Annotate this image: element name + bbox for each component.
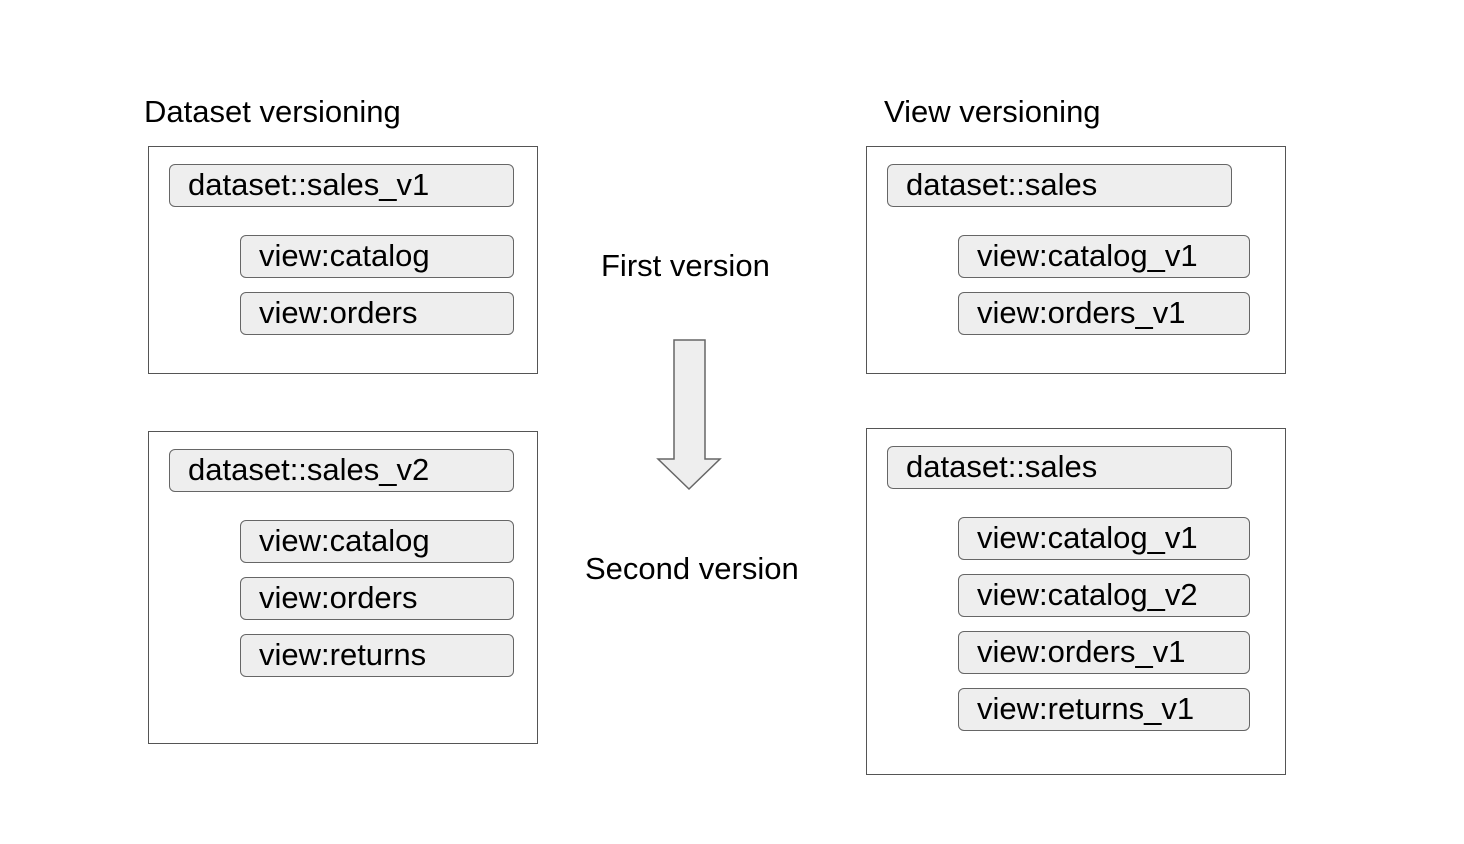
view-versioning-title: View versioning	[884, 94, 1101, 129]
view-node: view:orders	[240, 292, 514, 335]
first-version-label: First version	[601, 248, 770, 283]
view-node: view:catalog	[240, 520, 514, 563]
dataset-node: dataset::sales	[887, 164, 1232, 207]
dataset-versioning-title: Dataset versioning	[144, 94, 401, 129]
view-node: view:orders_v1	[958, 631, 1250, 674]
view-node: view:returns_v1	[958, 688, 1250, 731]
view-node: view:catalog_v1	[958, 235, 1250, 278]
dataset-node: dataset::sales	[887, 446, 1232, 489]
down-arrow-icon	[656, 339, 722, 491]
view-node: view:orders	[240, 577, 514, 620]
view-node: view:catalog_v2	[958, 574, 1250, 617]
second-version-label: Second version	[585, 551, 799, 586]
dataset-node: dataset::sales_v2	[169, 449, 514, 492]
view-node: view:orders_v1	[958, 292, 1250, 335]
view-node: view:returns	[240, 634, 514, 677]
dataset-node: dataset::sales_v1	[169, 164, 514, 207]
view-node: view:catalog_v1	[958, 517, 1250, 560]
view-node: view:catalog	[240, 235, 514, 278]
